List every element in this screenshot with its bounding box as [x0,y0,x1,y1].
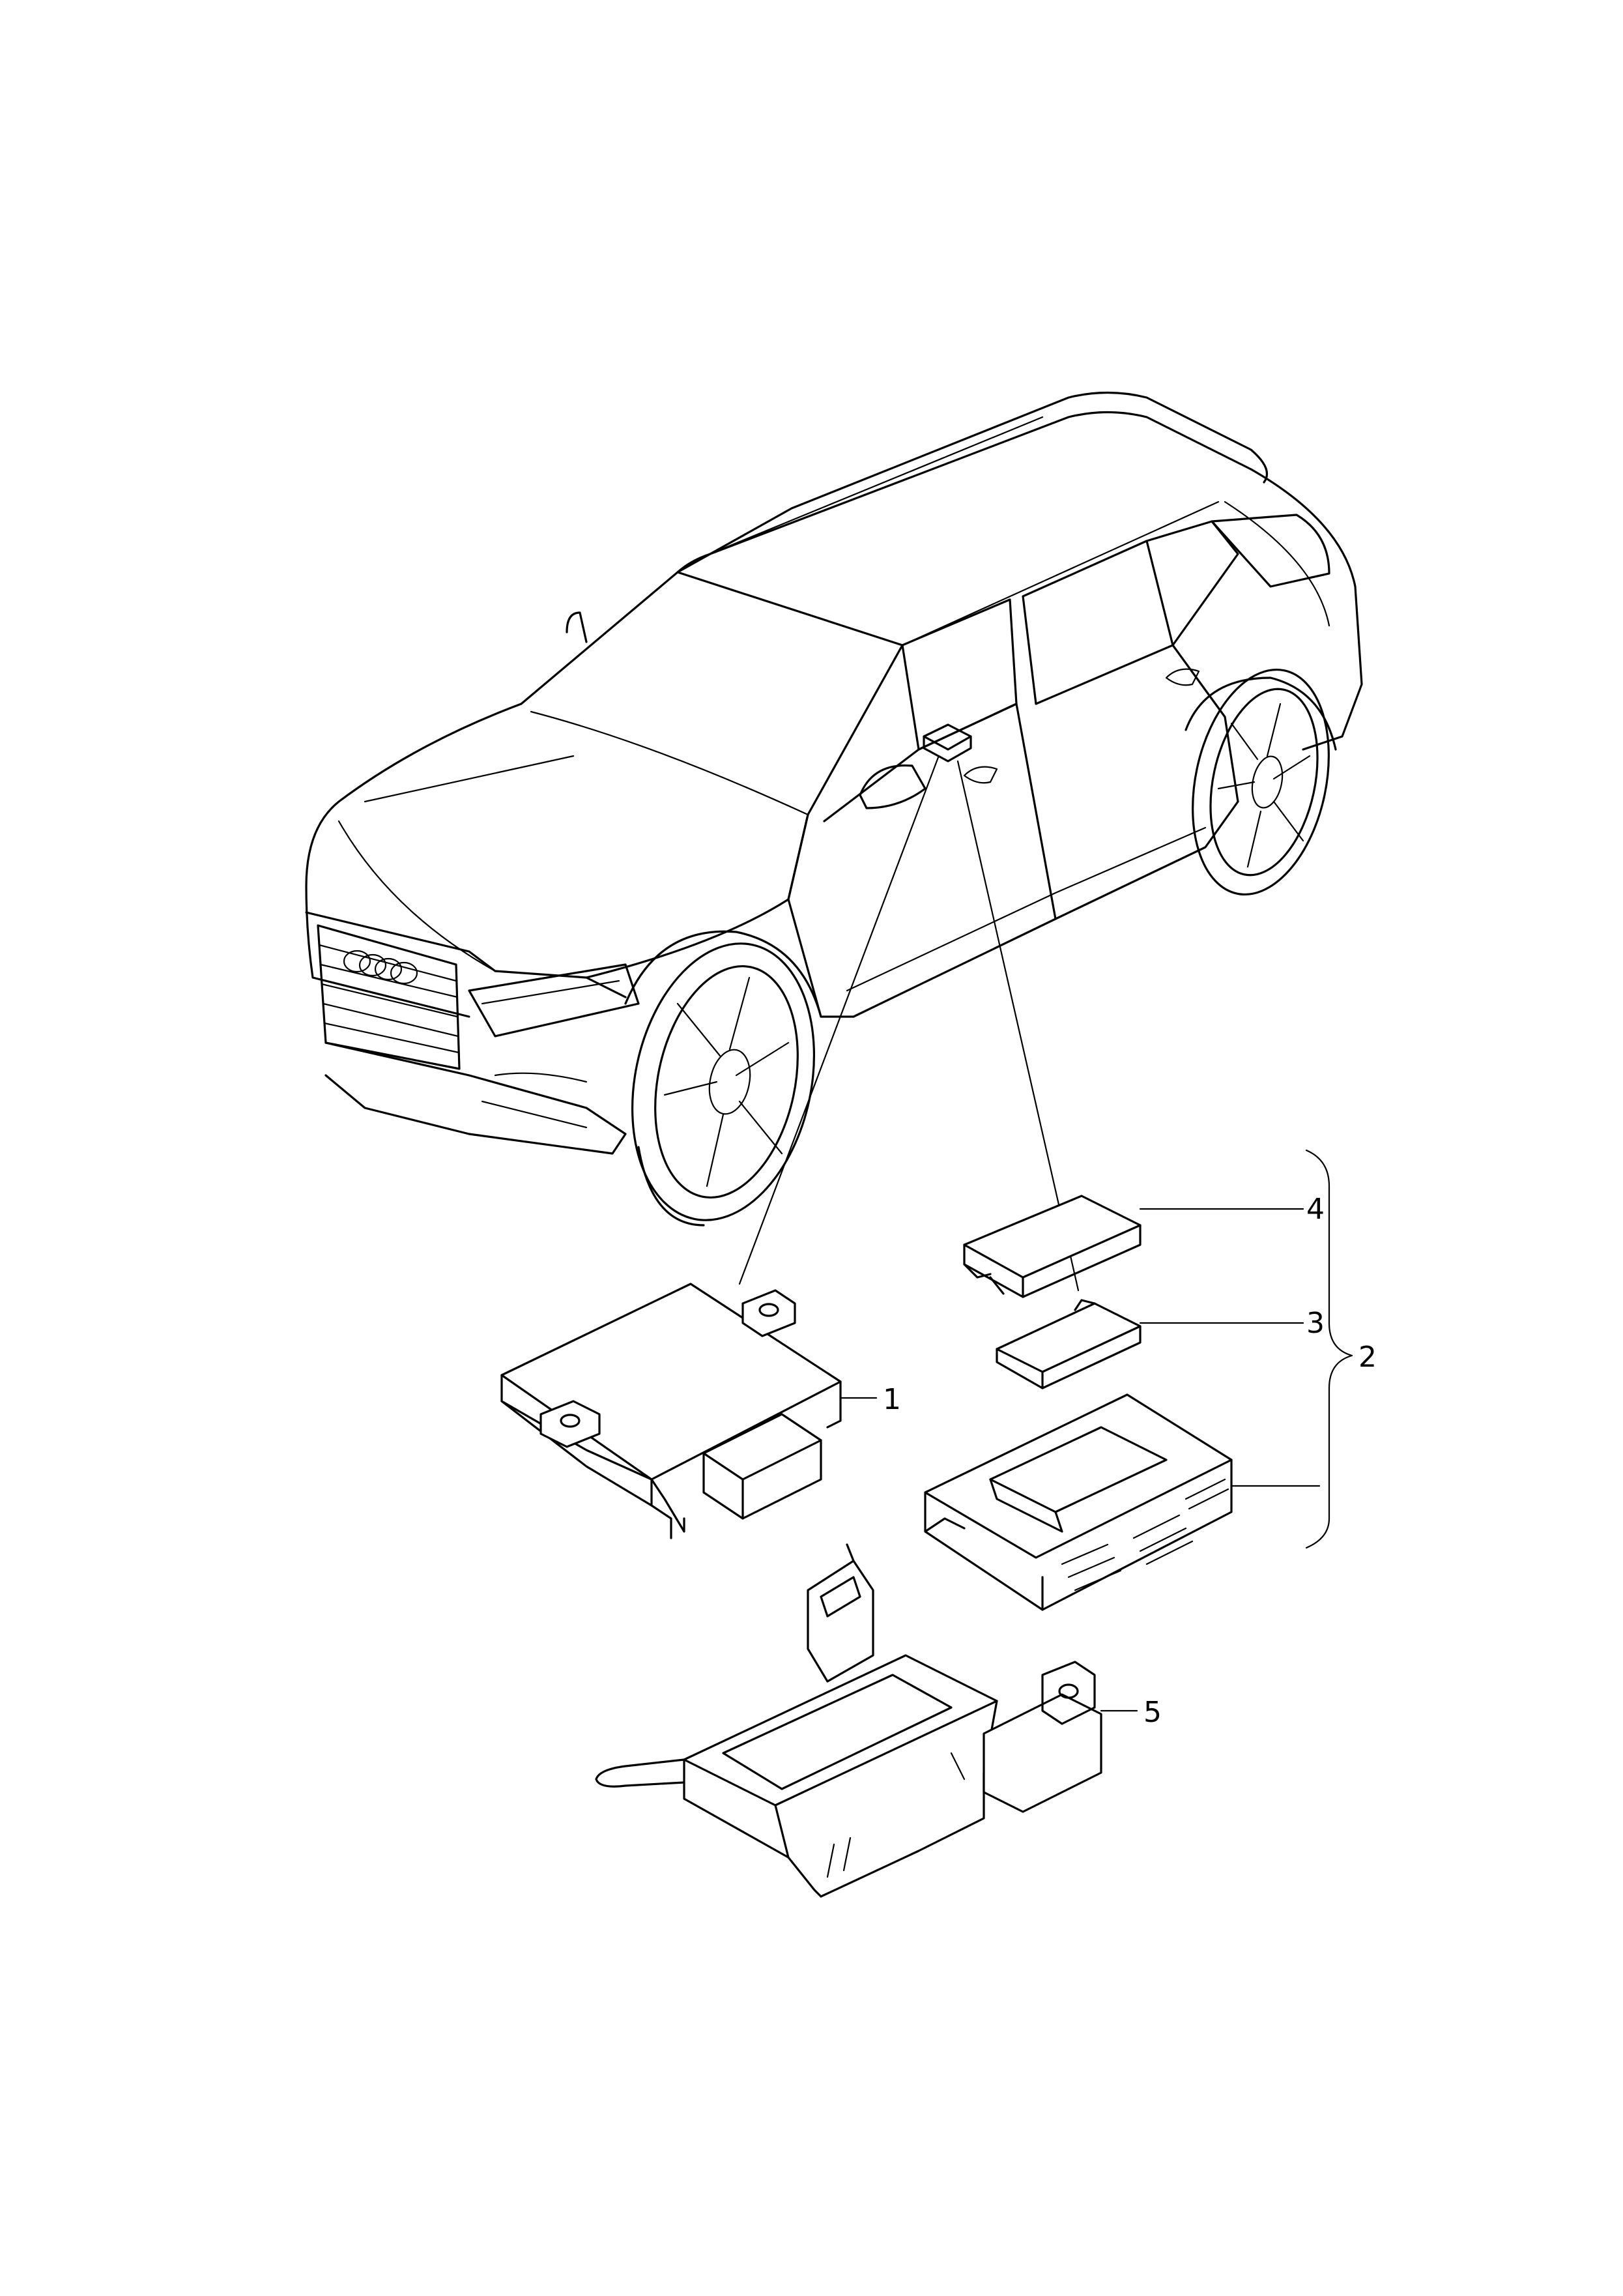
part-5-bracket: 5 [595,1543,1162,1898]
part-1-control-unit: 1 [500,1283,901,1539]
callout-label-5: 5 [1143,1696,1162,1729]
brand-rings-logo [343,950,418,985]
callout-label-2: 2 [1358,1341,1377,1374]
leader-lines [738,756,1080,1292]
part-2-module [924,1393,1321,1611]
group-brace: 2 [1305,1149,1377,1549]
part-4-module: 4 [963,1193,1325,1298]
vehicle-illustration [305,391,1363,1227]
location-marker [923,723,972,763]
callout-label-1: 1 [883,1383,901,1416]
callout-label-3: 3 [1306,1307,1325,1340]
callout-label-4: 4 [1306,1193,1325,1226]
part-3-module: 3 [996,1299,1325,1389]
rear-wheel [1192,668,1330,896]
